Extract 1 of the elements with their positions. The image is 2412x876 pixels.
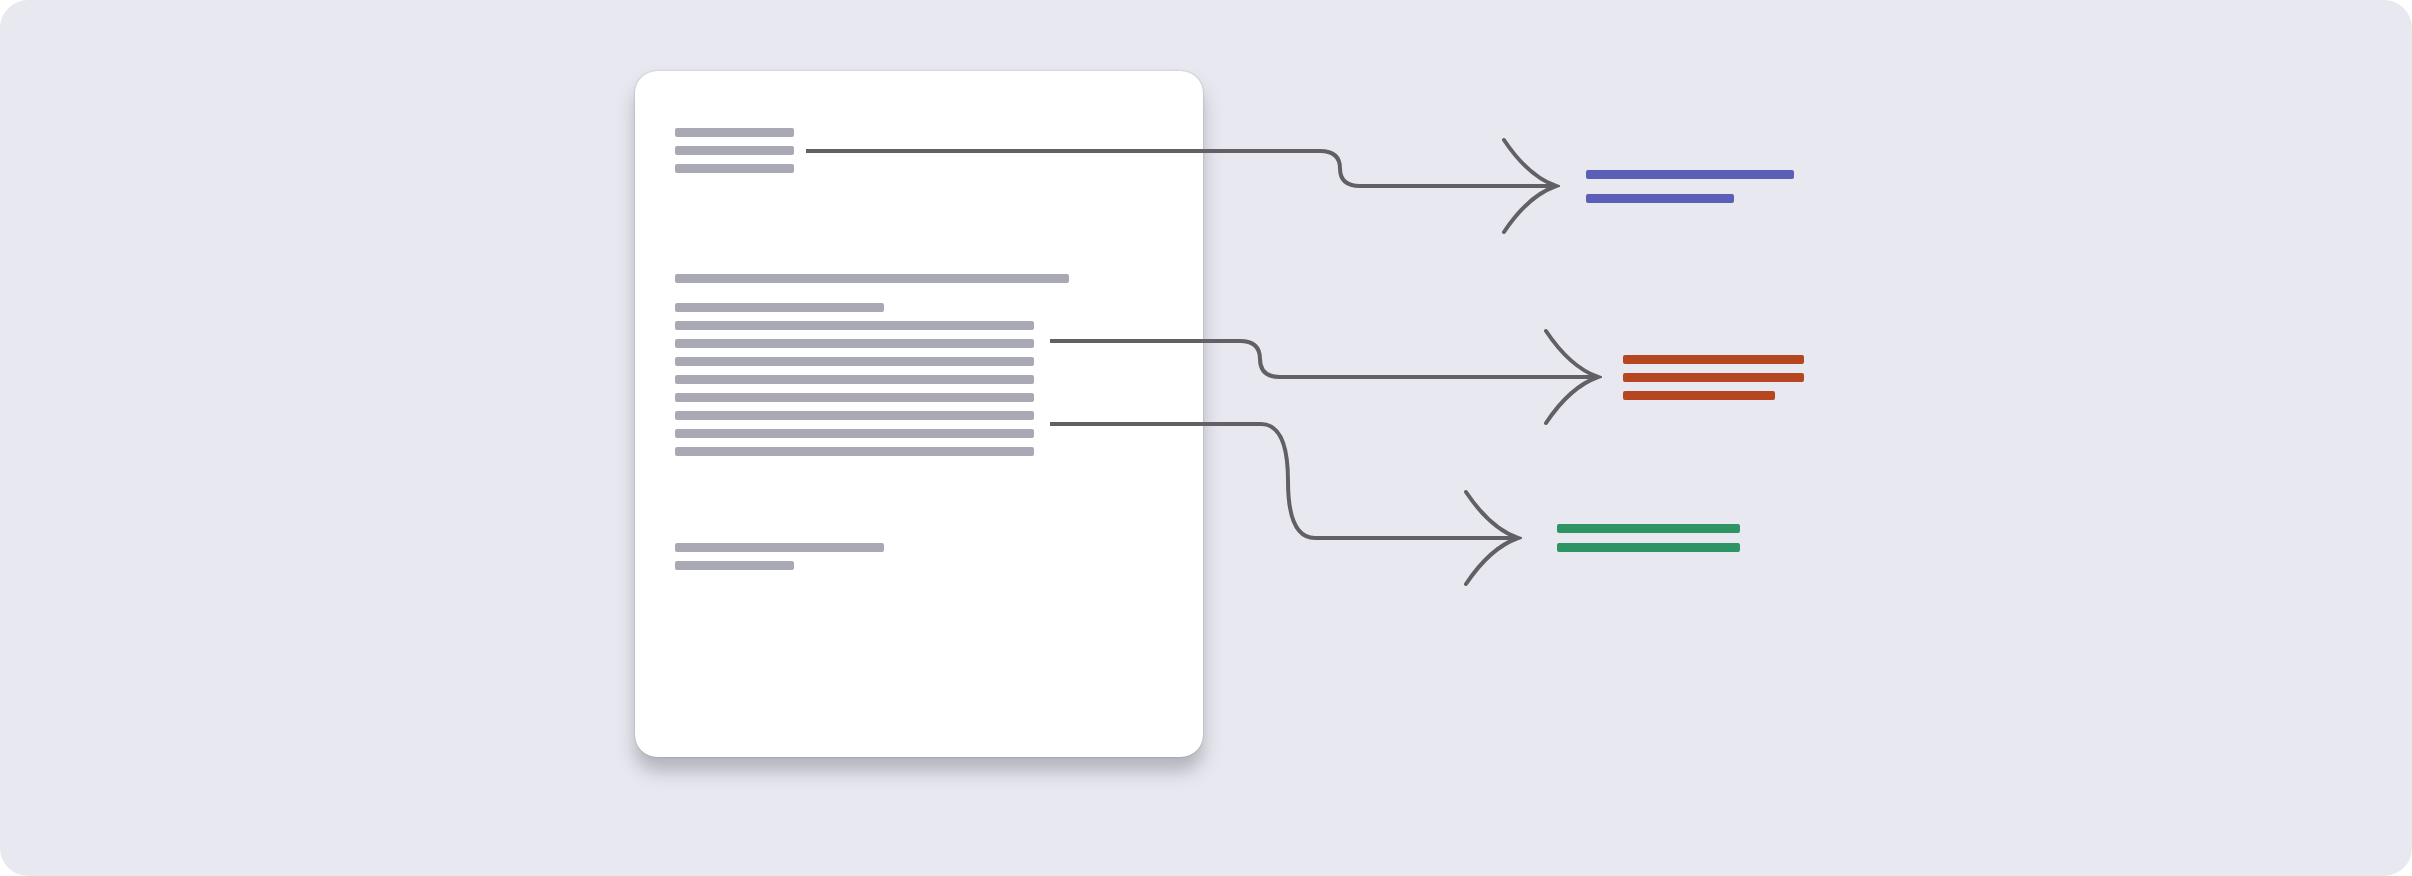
document-card [635,71,1203,757]
